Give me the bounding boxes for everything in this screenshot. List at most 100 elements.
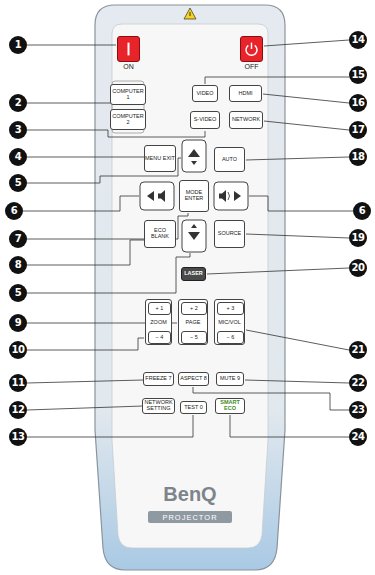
leader-line bbox=[27, 157, 144, 158]
button-label: LASER bbox=[184, 271, 203, 277]
callout-number: 5 bbox=[9, 284, 27, 302]
button: − 5 bbox=[181, 331, 207, 344]
button: VIDEO bbox=[192, 85, 218, 102]
button: + 3 bbox=[217, 302, 244, 315]
leader-line bbox=[27, 130, 205, 137]
button: TEST 0 bbox=[180, 401, 207, 414]
button-label: COMPUTER 2 bbox=[111, 114, 145, 126]
warning-symbol bbox=[184, 8, 196, 19]
button-label: OFF bbox=[231, 63, 272, 70]
button-label: SMART ECO bbox=[216, 400, 244, 412]
button-label: ZOOM bbox=[150, 319, 167, 325]
leader-line bbox=[246, 157, 349, 160]
button: COMPUTER 2 bbox=[110, 109, 146, 130]
callout-number: 22 bbox=[349, 374, 367, 392]
power-off-button: OFF bbox=[240, 36, 263, 62]
button-label: SOURCE bbox=[218, 231, 242, 237]
leader-line bbox=[249, 196, 353, 211]
button: HDMI bbox=[229, 85, 262, 102]
right-volume-button bbox=[214, 182, 248, 210]
button-label: MENU EXIT bbox=[145, 156, 175, 162]
button-group: ZOOM + 1 − 4 bbox=[145, 299, 172, 345]
button: AUTO bbox=[214, 147, 245, 172]
leader-line bbox=[264, 40, 349, 46]
up-arrow-button bbox=[182, 140, 206, 172]
power-on-symbol bbox=[118, 37, 139, 61]
button: SMART ECO bbox=[215, 398, 245, 414]
button: + 2 bbox=[181, 302, 207, 315]
button: + 1 bbox=[148, 302, 171, 315]
button-label: VIDEO bbox=[196, 91, 213, 97]
button-group: PAGE + 2 − 5 bbox=[178, 299, 208, 345]
button-label: − 5 bbox=[190, 335, 198, 341]
callout-number: 12 bbox=[9, 401, 27, 419]
button-label: ECO BLANK bbox=[145, 228, 175, 240]
callout-number: 5 bbox=[9, 174, 27, 192]
callout-number: 11 bbox=[9, 374, 27, 392]
callout-number: 14 bbox=[349, 31, 367, 49]
on-bar bbox=[127, 43, 129, 56]
leader-line bbox=[27, 338, 144, 350]
leader-line bbox=[230, 415, 349, 437]
button: SOURCE bbox=[214, 220, 245, 248]
callout-number: 23 bbox=[349, 401, 367, 419]
button-label: FREEZE 7 bbox=[145, 376, 171, 382]
laser-button: LASER bbox=[181, 267, 206, 281]
leader-line bbox=[27, 253, 190, 293]
button-label: + 2 bbox=[190, 306, 198, 312]
leader-line bbox=[263, 94, 349, 103]
leader-line bbox=[205, 77, 349, 84]
leader-line bbox=[27, 406, 143, 410]
left-volume-button bbox=[140, 182, 174, 210]
leader-line bbox=[246, 234, 349, 238]
callout-number: 21 bbox=[349, 341, 367, 359]
callout-number: 17 bbox=[349, 121, 367, 139]
button: ASPECT 8 bbox=[178, 372, 209, 386]
leader-line bbox=[27, 240, 144, 265]
off-bar bbox=[251, 43, 252, 49]
down-arrow-button bbox=[182, 220, 206, 252]
button-label: − 4 bbox=[156, 335, 164, 341]
leader-line bbox=[27, 380, 143, 383]
callout-number: 18 bbox=[349, 148, 367, 166]
callout-number: 1 bbox=[9, 36, 27, 54]
button: FREEZE 7 bbox=[143, 372, 174, 386]
callout-number: 6 bbox=[5, 202, 23, 220]
button-label: MIC/VOL bbox=[218, 319, 241, 325]
power-on-button: ON bbox=[117, 36, 140, 62]
button-label: MODE ENTER bbox=[180, 190, 208, 202]
button-label: HDMI bbox=[238, 91, 252, 97]
callout-number: 3 bbox=[9, 121, 27, 139]
button: − 6 bbox=[217, 331, 244, 344]
button: COMPUTER 1 bbox=[110, 84, 146, 105]
leader-line bbox=[27, 103, 112, 104]
button: − 4 bbox=[148, 331, 171, 344]
button-label: TEST 0 bbox=[184, 405, 203, 411]
callout-number: 4 bbox=[9, 148, 27, 166]
button: MUTE 9 bbox=[216, 372, 244, 386]
leader-line bbox=[264, 121, 349, 130]
button: MENU EXIT bbox=[144, 145, 176, 172]
callout-number: 19 bbox=[349, 229, 367, 247]
leader-line bbox=[27, 45, 116, 46]
callout-number: 9 bbox=[9, 314, 27, 332]
callout-number: 8 bbox=[9, 256, 27, 274]
remote-shell bbox=[95, 5, 285, 570]
callout-number: 15 bbox=[349, 66, 367, 84]
remote-body: BenQPROJECTORONOFFCOMPUTER 1COMPUTER 2VI… bbox=[95, 5, 285, 570]
callout-number: 16 bbox=[349, 94, 367, 112]
button-label: NETWORK SETTING bbox=[143, 400, 174, 412]
callout-number: 24 bbox=[349, 428, 367, 446]
button-label: + 3 bbox=[227, 306, 235, 312]
button-label: ASPECT 8 bbox=[180, 376, 207, 382]
button-label: COMPUTER 1 bbox=[111, 89, 145, 101]
leader-lines bbox=[23, 40, 353, 437]
button-label: MUTE 9 bbox=[220, 376, 240, 382]
button-label: PAGE bbox=[186, 319, 201, 325]
leader-line bbox=[23, 196, 139, 211]
button-label: AUTO bbox=[222, 157, 237, 163]
callout-number: 20 bbox=[349, 259, 367, 277]
callout-number: 2 bbox=[9, 94, 27, 112]
button-group: MIC/VOL + 3 − 6 bbox=[214, 299, 245, 345]
leader-line bbox=[246, 330, 349, 350]
